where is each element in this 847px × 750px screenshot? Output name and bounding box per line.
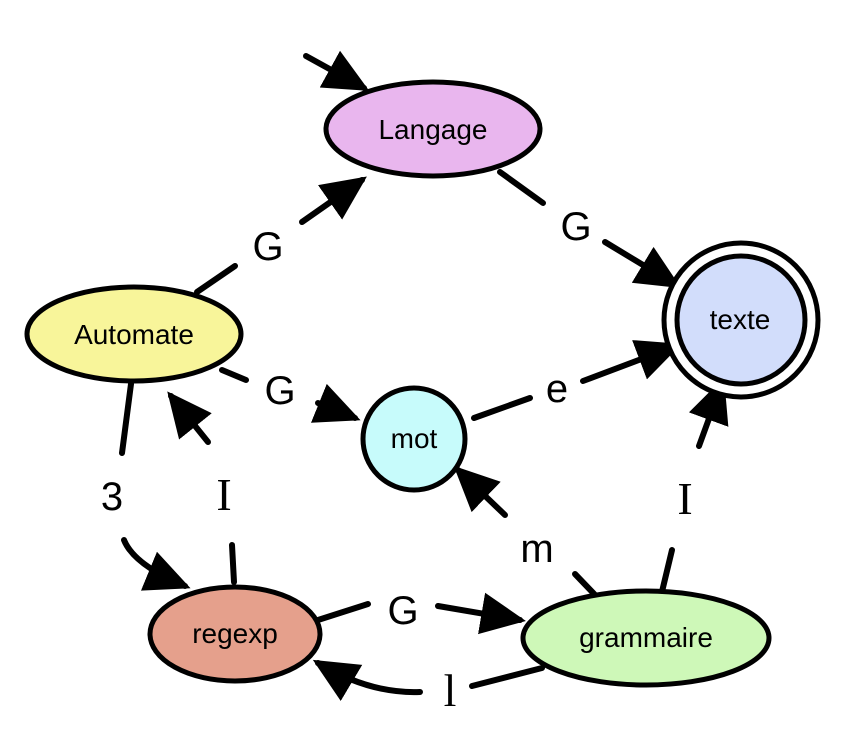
edge-grammaire-mot-arrow	[453, 465, 508, 518]
edge-automate-regexp-line	[119, 381, 134, 456]
edge-grammaire-texte-label: I	[677, 473, 692, 524]
edge-regexp-automate-arrow	[167, 391, 212, 445]
node-automate-shape	[24, 284, 244, 384]
node-langage[interactable]: Langage	[323, 79, 543, 179]
node-mot-shape	[360, 385, 468, 493]
edge-automate-regexp-label: 3	[101, 475, 123, 519]
node-mot[interactable]: mot	[360, 385, 468, 493]
edge-langage-texte-label: G	[560, 205, 591, 249]
edge-grammaire-regexp-label: l	[444, 665, 457, 716]
edge-initial-arrow	[303, 50, 370, 91]
edge-automate-mot-line	[219, 367, 249, 383]
edge-mot-texte-line	[471, 395, 533, 421]
node-regexp-label: regexp	[192, 618, 278, 649]
node-langage-shape	[323, 79, 543, 179]
node-regexp-shape	[147, 584, 323, 684]
node-texte-shape	[674, 253, 808, 387]
edge-automate-mot-label: G	[264, 369, 295, 413]
node-langage-label: Langage	[378, 114, 487, 145]
edge-langage-texte-line	[497, 169, 546, 206]
edge-langage-texte-arrow	[602, 239, 682, 289]
node-automate-label: Automate	[74, 319, 194, 350]
edge-automate-langage-arrow	[299, 176, 367, 225]
node-texte-label: texte	[710, 304, 771, 335]
edge-automate-langage-label: G	[252, 225, 283, 269]
edge-automate-mot-arrow	[310, 383, 361, 423]
edge-regexp-grammaire-arrow	[435, 592, 526, 635]
edge-regexp-grammaire-line	[315, 601, 371, 623]
edge-grammaire-mot-label: m	[520, 527, 553, 571]
node-grammaire-label: grammaire	[579, 622, 713, 653]
node-grammaire[interactable]: grammaire	[520, 588, 772, 688]
node-grammaire-shape	[520, 588, 772, 688]
edge-regexp-grammaire-label: G	[387, 589, 418, 633]
node-automate[interactable]: Automate	[24, 284, 244, 384]
edge-regexp-automate-label: I	[216, 469, 231, 520]
edge-automate-regexp-arrow	[121, 537, 191, 591]
node-regexp[interactable]: regexp	[147, 584, 323, 684]
edge-mot-texte-label: e	[546, 367, 568, 411]
edge-automate-langage-line	[194, 263, 238, 295]
edge-grammaire-regexp-arrow	[312, 659, 423, 702]
edge-regexp-automate-line	[229, 542, 237, 585]
edge-grammaire-regexp-line	[469, 665, 545, 689]
edge-mot-texte-arrow	[580, 340, 682, 384]
node-mot-label: mot	[391, 423, 438, 454]
node-texte[interactable]: texte	[661, 240, 821, 400]
